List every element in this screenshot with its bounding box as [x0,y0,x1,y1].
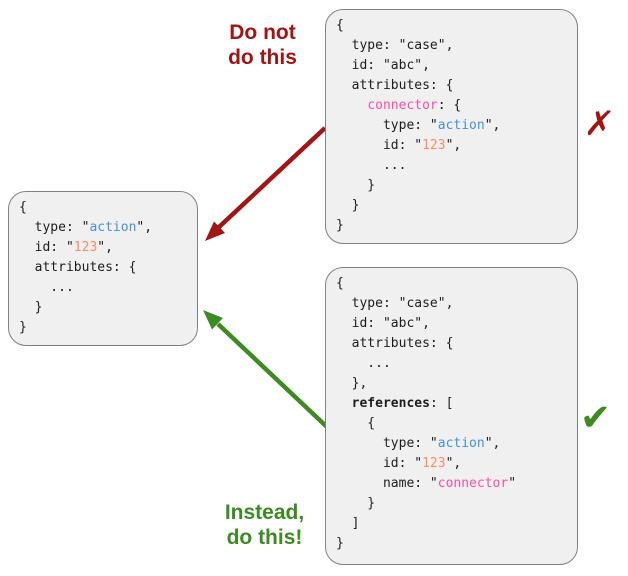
antipattern-json-box: { type: "case", id: "abc", attributes: {… [325,9,578,244]
check-icon: ✔ [580,396,612,439]
instead-label: Instead, do this! [224,501,305,549]
red-arrow [205,126,327,241]
referenced-action-json-box: { type: "action", id: "123", attributes:… [8,191,198,346]
do-not-label: Do not do this [228,21,297,69]
green-arrow [203,310,329,429]
cross-icon: ✗ [582,104,617,144]
recommended-json-box: { type: "case", id: "abc", attributes: {… [325,267,578,565]
